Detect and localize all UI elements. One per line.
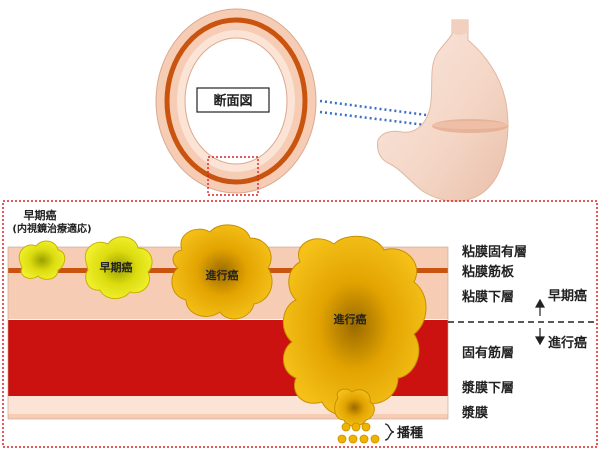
tumor-label-advanced-large: 進行癌 <box>334 312 367 326</box>
tumor-early-small <box>18 240 66 280</box>
layer-label-submucosa: 粘膜下層 <box>461 289 514 305</box>
tumor-label-early: 早期癌 <box>100 260 133 274</box>
dissemination-label: 播種 <box>397 425 423 441</box>
connector-lines <box>319 99 435 128</box>
tumor-advanced-large-bottom <box>334 388 375 427</box>
layer-serosa <box>8 414 448 419</box>
tumor-advanced-mid <box>171 224 273 320</box>
depth-label-early: 早期癌 <box>548 288 587 304</box>
cross-section-label: 断面図 <box>213 93 252 109</box>
cross-section-label-box: 断面図 <box>196 87 270 113</box>
tumor-advanced-large <box>282 235 427 416</box>
highlight-box-small <box>207 156 259 196</box>
stomach-illustration <box>377 19 509 202</box>
tumor-early <box>84 236 153 299</box>
dissemination-brace <box>384 423 395 441</box>
depth-divider-arrows <box>534 298 546 346</box>
layer-label-subserosa: 漿膜下層 <box>461 380 514 396</box>
layer-label-serosa: 漿膜 <box>461 405 488 421</box>
layer-label-muscularis-mucosae: 粘膜筋板 <box>461 264 515 280</box>
early-cancer-note-subtitle: (内視鏡治療適応) <box>12 222 91 235</box>
highlight-box-large <box>2 200 598 448</box>
dissemination-dots <box>337 422 380 444</box>
layer-label-mucosa: 粘膜固有層 <box>461 244 527 260</box>
depth-label-advanced: 進行癌 <box>548 335 587 351</box>
early-cancer-note-title: 早期癌 <box>24 208 57 222</box>
tumor-label-advanced-mid: 進行癌 <box>206 268 239 282</box>
layer-label-muscularis-propria: 固有筋層 <box>462 345 514 361</box>
